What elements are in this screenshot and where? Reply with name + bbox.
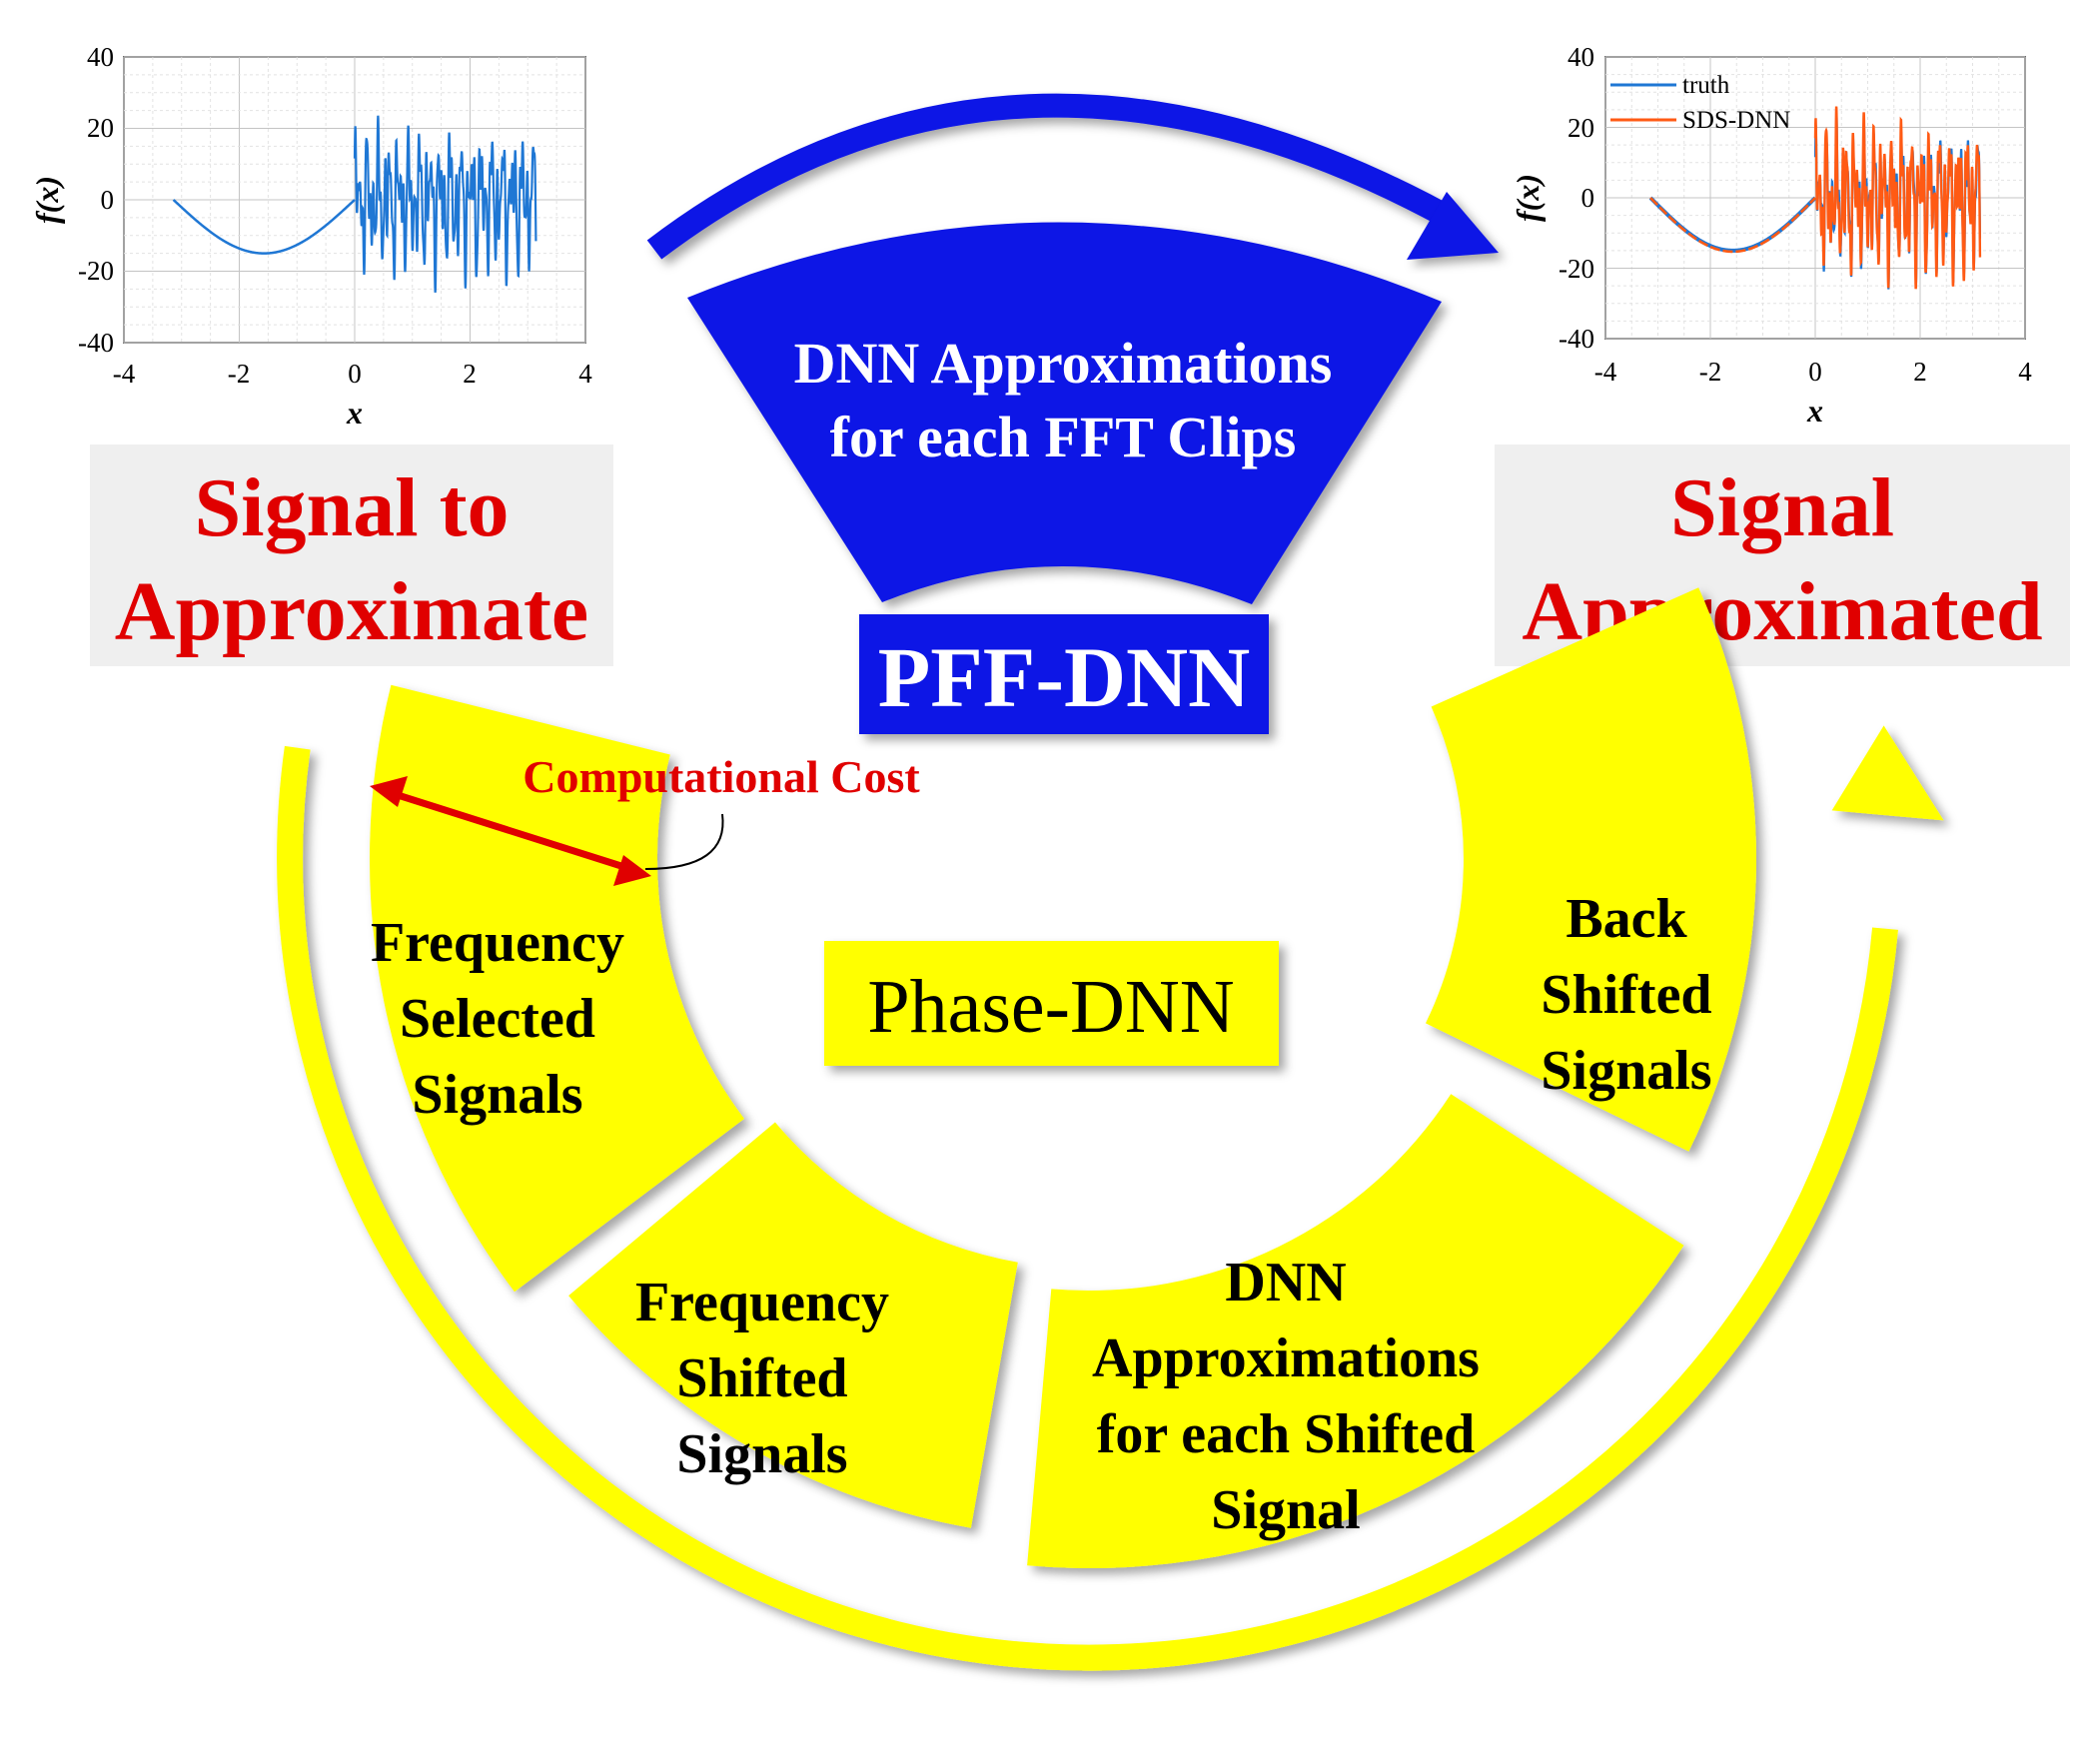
- segment-line: Selected: [400, 988, 595, 1050]
- x-tick: -4: [113, 359, 136, 389]
- y-axis-label: f(x): [1510, 174, 1546, 222]
- title-box-bg: [90, 444, 613, 666]
- signal-curve-high: [353, 115, 537, 293]
- y-tick: 20: [1568, 113, 1594, 143]
- segment-line: Frequency: [371, 912, 624, 974]
- x-tick: 0: [348, 359, 362, 389]
- pff-dnn-box: PFF-DNN: [859, 614, 1269, 734]
- segment-frequency-selected: [370, 684, 744, 1293]
- cost-arrow-head-start-icon: [370, 776, 408, 807]
- x-tick: 4: [578, 359, 592, 389]
- cost-arrow-head-end-icon: [613, 855, 651, 886]
- x-axis-label: x: [346, 395, 363, 431]
- y-tick: -40: [78, 328, 114, 358]
- cost-leader-line: [644, 813, 724, 870]
- pff-arrow: [646, 93, 1499, 260]
- x-tick: 0: [1808, 357, 1822, 387]
- phase-dnn-box: Phase-DNN: [824, 941, 1279, 1066]
- signal-approximated-box: Signal Approximated: [1495, 444, 2070, 666]
- cycle-arrow-head-icon: [1831, 725, 1944, 821]
- segment-line: Frequency: [635, 1272, 889, 1333]
- title-box-bg: [1495, 444, 2070, 666]
- y-tick: 0: [1581, 183, 1595, 213]
- segment-line: Signals: [412, 1064, 582, 1126]
- tick-labels: -4 -2 0 2 4 40 20 0 -20 -40: [1559, 42, 2032, 387]
- segment-back-shifted: [1426, 587, 1756, 1152]
- arrow-head-icon: [1407, 192, 1499, 260]
- pff-box-bg: [859, 614, 1269, 734]
- phase-box-bg: [824, 941, 1279, 1066]
- signal-curve-low: [172, 199, 356, 255]
- approx-curve-low: [1649, 197, 1816, 254]
- x-tick: -2: [1699, 357, 1722, 387]
- y-tick: -20: [1559, 254, 1594, 284]
- cost-label: Computational Cost: [523, 751, 920, 802]
- segment-line: Signals: [1541, 1040, 1711, 1102]
- pff-label: PFF-DNN: [878, 629, 1251, 725]
- signal-to-approximate-box: Signal to Approximate: [90, 444, 613, 666]
- y-axis-label: f(x): [29, 176, 65, 224]
- legend-approx: SDS-DNN: [1682, 107, 1790, 134]
- fan-line: for each FFT Clips: [830, 405, 1297, 469]
- segment-frequency-selected-text: Frequency Selected Signals: [371, 912, 624, 1126]
- pff-fan: DNN Approximations for each FFT Clips: [687, 222, 1442, 604]
- segment-frequency-shifted: [568, 1122, 1018, 1528]
- phase-label: Phase-DNN: [867, 965, 1234, 1049]
- y-tick: -20: [78, 256, 114, 286]
- y-tick: -40: [1559, 324, 1594, 354]
- segment-dnn-approx-text: DNN Approximations for each Shifted Sign…: [1092, 1252, 1480, 1541]
- fan-line: DNN Approximations: [794, 331, 1333, 396]
- x-axis-label: x: [1806, 393, 1823, 429]
- segment-back-shifted-text: Back Shifted Signals: [1541, 888, 1711, 1102]
- segment-line: Signal: [1211, 1479, 1360, 1541]
- segment-line: Shifted: [676, 1347, 847, 1409]
- tick-labels: -4 -2 0 2 4 40 20 0 -20 -40: [78, 42, 592, 389]
- approx-curve-high: [1813, 106, 1982, 290]
- input-signal-plot: -4 -2 0 2 4 40 20 0 -20 -40 x f(x): [29, 42, 592, 431]
- legend-truth: truth: [1682, 72, 1730, 99]
- plot-grid: [123, 56, 586, 344]
- computational-cost-annotation: Computational Cost: [370, 751, 920, 886]
- cycle-arc: [277, 745, 1898, 1671]
- y-tick: 20: [87, 113, 114, 143]
- title-line: Approximate: [115, 565, 588, 658]
- x-tick: 4: [2018, 357, 2032, 387]
- title-line: Signal: [1670, 461, 1894, 554]
- x-tick: 2: [1913, 357, 1927, 387]
- segment-line: for each Shifted: [1097, 1403, 1476, 1465]
- segment-line: Approximations: [1092, 1327, 1480, 1389]
- phase-cycle-arrow: [277, 725, 1944, 1671]
- segment-line: Signals: [676, 1423, 847, 1485]
- phase-segments: [370, 587, 1756, 1569]
- segment-line: DNN: [1225, 1252, 1346, 1314]
- approximated-signal-plot: -4 -2 0 2 4 40 20 0 -20 -40 x f(x) truth…: [1510, 42, 2032, 429]
- y-tick: 40: [87, 42, 114, 72]
- cost-arrow-line: [393, 790, 626, 871]
- y-tick: 0: [101, 185, 115, 215]
- segment-line: Shifted: [1541, 964, 1711, 1026]
- y-tick: 40: [1568, 42, 1594, 72]
- fan-shape: [687, 222, 1442, 604]
- segment-dnn-approx: [1027, 1094, 1684, 1569]
- x-tick: -2: [228, 359, 251, 389]
- segment-line: Back: [1566, 888, 1687, 950]
- segment-frequency-shifted-text: Frequency Shifted Signals: [635, 1272, 889, 1485]
- x-tick: -4: [1594, 357, 1617, 387]
- x-tick: 2: [463, 359, 477, 389]
- arrow-shaft: [646, 93, 1450, 260]
- title-line: Signal to: [194, 461, 509, 554]
- plot-legend: truth SDS-DNN: [1610, 72, 1790, 134]
